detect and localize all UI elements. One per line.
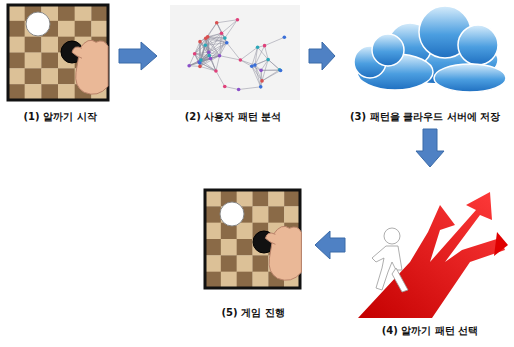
step-caption: (1) 알까기 시작 xyxy=(21,110,98,124)
path-choice-figure xyxy=(358,192,508,318)
step-node: (3) 패턴을 클라우드 서버에 저장 xyxy=(340,4,510,124)
step-caption: (4) 알까기 패턴 선택 xyxy=(380,324,481,338)
block-arrow xyxy=(315,231,345,259)
step-node: (4) 알까기 패턴 선택 xyxy=(350,172,510,338)
cloud-icon xyxy=(354,6,506,92)
block-arrow xyxy=(309,42,335,70)
step-node: (1) 알까기 시작 xyxy=(6,4,114,124)
step-caption: (2) 사용자 패턴 분석 xyxy=(183,110,284,124)
step-caption: (5) 게임 진행 xyxy=(219,306,286,320)
game-board xyxy=(8,5,108,100)
step-node: (2) 사용자 패턴 분석 xyxy=(162,4,304,124)
block-arrow xyxy=(416,129,444,167)
step-node: (5) 게임 진행 xyxy=(196,186,310,320)
network-graph xyxy=(170,5,300,100)
block-arrow xyxy=(119,42,157,70)
step-caption: (3) 패턴을 클라우드 서버에 저장 xyxy=(348,110,502,124)
game-board xyxy=(205,190,301,288)
